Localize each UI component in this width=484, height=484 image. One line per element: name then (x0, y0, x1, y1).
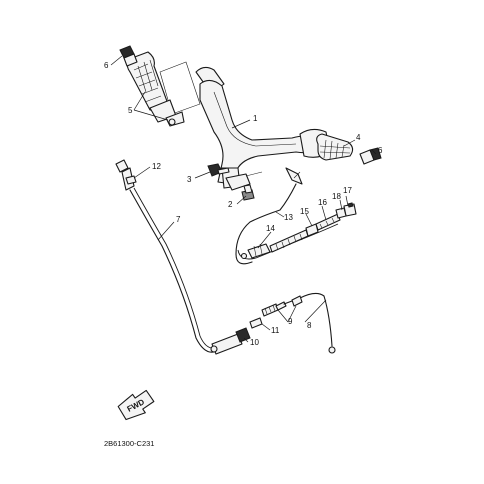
callout-14: 14 (266, 224, 275, 233)
cable-clamp (285, 167, 303, 185)
spring-16 (269, 213, 341, 253)
throttle-cable (115, 159, 217, 353)
callout-11: 11 (271, 326, 280, 335)
handlebar (159, 61, 331, 191)
forward-arrow: FWD (117, 389, 155, 421)
leader-lines (110, 55, 377, 343)
callout-7: 7 (176, 215, 181, 224)
callout-1: 1 (253, 114, 258, 123)
callout-6-right: 6 (378, 146, 383, 155)
spring-9 (261, 301, 287, 317)
washer-18 (335, 207, 347, 219)
callout-labels: 1 2 3 4 5 6 6 7 8 9 10 11 12 13 14 15 16… (104, 61, 383, 347)
callout-5: 5 (128, 106, 133, 115)
callout-18: 18 (332, 192, 341, 201)
right-grip (316, 133, 354, 161)
left-grip (126, 51, 185, 127)
callout-8: 8 (307, 321, 312, 330)
callout-2: 2 (228, 200, 233, 209)
callout-3: 3 (187, 175, 192, 184)
throttle-sleeve (210, 327, 251, 355)
callout-13: 13 (284, 213, 293, 222)
drawing-code: 2B61300-C231 (104, 439, 154, 448)
callout-17: 17 (343, 186, 352, 195)
callout-12: 12 (152, 162, 161, 171)
bracket-14 (240, 243, 271, 260)
callout-4: 4 (356, 133, 361, 142)
callout-9: 9 (288, 317, 293, 326)
callout-10: 10 (250, 338, 259, 347)
bolt-3 (207, 163, 230, 177)
grip-end-left (119, 45, 138, 67)
callout-15: 15 (300, 207, 309, 216)
callout-16: 16 (318, 198, 327, 207)
cable-adjuster-12 (125, 175, 137, 185)
callout-6-left: 6 (104, 61, 109, 70)
cable-8 (283, 292, 336, 354)
bolt-2 (241, 184, 255, 201)
collar-11 (249, 317, 263, 329)
